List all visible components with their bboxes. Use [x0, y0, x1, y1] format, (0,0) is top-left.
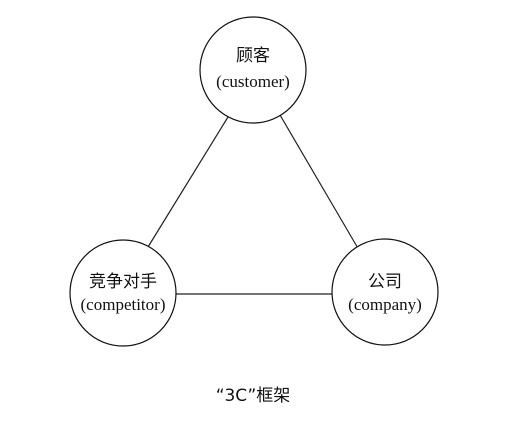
edge-customer-competitor [147, 116, 229, 248]
node-company-circle [331, 238, 439, 346]
node-company-label: 公司 [368, 272, 402, 292]
diagram-caption: “3C”框架 [216, 386, 291, 406]
node-competitor-sublabel: (competitor) [81, 295, 166, 314]
edge-customer-company [279, 114, 360, 251]
node-customer-sublabel: (customer) [216, 72, 290, 91]
node-competitor-circle [69, 239, 177, 347]
node-company: 公司 (company) [331, 238, 439, 346]
node-company-sublabel: (company) [348, 295, 422, 314]
node-competitor: 竞争对手 (competitor) [69, 239, 177, 347]
node-customer-circle [199, 16, 307, 124]
node-customer-label: 顾客 [236, 46, 270, 66]
node-customer: 顾客 (customer) [199, 16, 307, 124]
node-competitor-label: 竞争对手 [89, 272, 157, 292]
